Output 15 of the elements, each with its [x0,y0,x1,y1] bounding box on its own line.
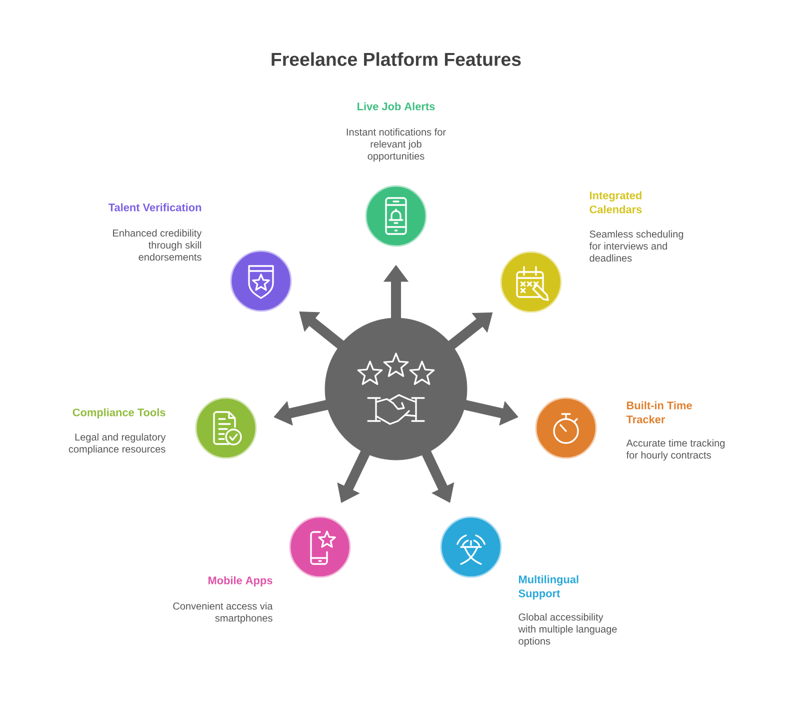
title: Freelance Platform Features [272,52,521,66]
feature-title: Compliance Tools [72,408,166,418]
feature-description: Convenient access via smartphones [173,602,273,624]
feature-description: Accurate time tracking for hourly contracts [626,439,725,461]
feature-description: Global accessibility with multiple language options [518,613,617,647]
feature-title: Multilingual Support [518,575,578,600]
feature-title: Live Job Alerts [358,102,435,110]
feature-description: Enhanced credibility through skill endorsements [113,229,202,261]
feature-title: Mobile Apps [208,576,272,586]
feature-title: Built-in Time Tracker [626,401,692,424]
feature-title: Integrated Calendars [590,191,642,214]
feature-description: Seamless scheduling for interviews and deadlines [589,230,684,262]
feature-title: Talent Verification [108,203,202,212]
feature-description: Legal and regulatory compliance resources [68,433,166,455]
feature-description: Instant notifications for relevant job opportunities [346,128,446,162]
